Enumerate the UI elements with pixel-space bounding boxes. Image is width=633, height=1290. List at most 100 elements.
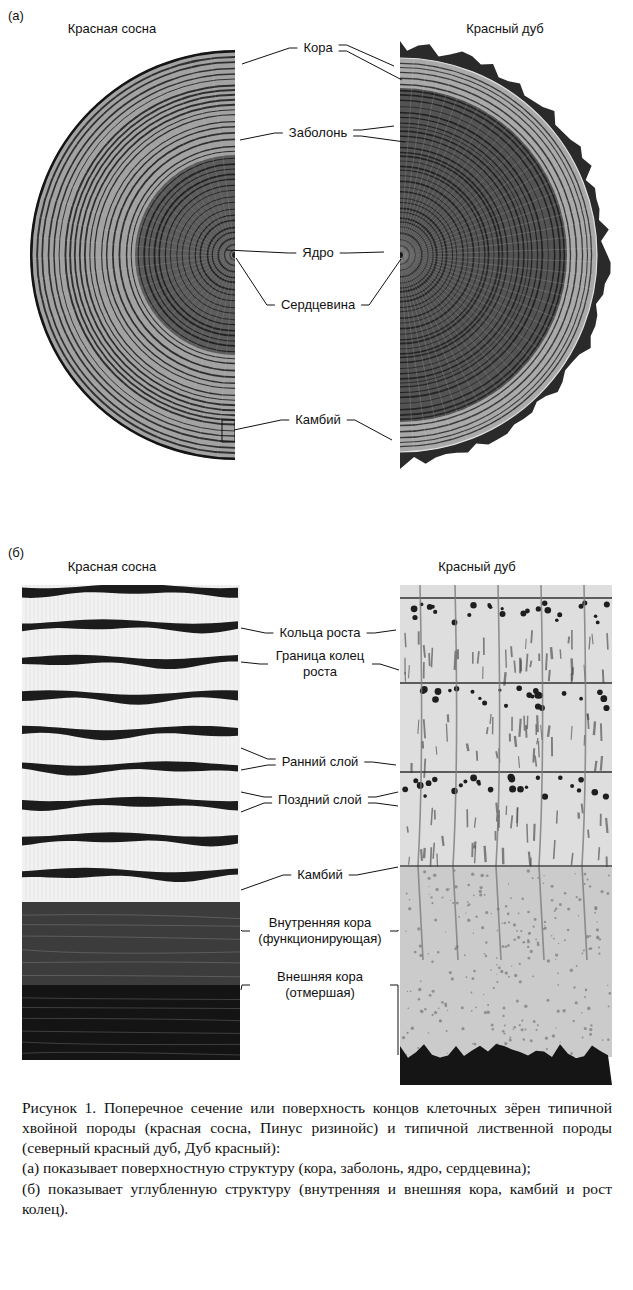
tracheid-line <box>74 585 75 900</box>
speckle <box>497 930 499 932</box>
tracheid-line <box>58 585 59 900</box>
latewood-streak <box>600 814 602 826</box>
speckle <box>446 1030 448 1032</box>
tracheid-line <box>114 585 115 900</box>
latewood-streak <box>525 725 528 738</box>
speckle <box>508 976 510 978</box>
speckle <box>503 1007 506 1010</box>
speckle <box>584 873 587 876</box>
tracheid-line <box>138 585 139 900</box>
latewood-streak <box>472 652 474 664</box>
speckle <box>486 875 489 878</box>
speckle <box>551 885 554 888</box>
speckle <box>519 1024 521 1026</box>
latewood-streak <box>434 810 436 820</box>
tracheid-line <box>62 585 63 900</box>
wood-ray <box>112 91 235 255</box>
pore <box>476 780 480 784</box>
pore <box>555 619 559 623</box>
pore <box>482 700 487 705</box>
speckle <box>431 902 433 904</box>
wood-ray <box>582 585 587 960</box>
speckle <box>466 976 468 978</box>
speckle <box>484 1011 487 1014</box>
speckle <box>434 919 437 922</box>
speckle <box>513 1029 515 1031</box>
speckle <box>513 923 516 926</box>
growth-ring <box>54 74 235 436</box>
speckle <box>600 890 603 893</box>
speckle <box>544 925 545 926</box>
speckle <box>609 992 612 995</box>
tracheid-line <box>230 585 231 900</box>
wood <box>400 585 612 867</box>
speckle <box>513 939 516 942</box>
leader-line <box>234 420 289 430</box>
tracheid-line <box>70 585 71 900</box>
speckle <box>502 1015 504 1017</box>
latewood-streak <box>594 721 595 735</box>
speckle <box>496 981 498 983</box>
tracheid-line <box>234 585 235 900</box>
speckle <box>589 1028 592 1031</box>
speckle <box>485 955 487 957</box>
speckle <box>570 1052 573 1055</box>
part-label: Камбий <box>293 412 343 428</box>
wood-ray <box>400 255 526 405</box>
speckle <box>484 953 486 955</box>
pore <box>525 609 530 614</box>
pore <box>545 607 552 614</box>
growth-ring <box>127 147 235 364</box>
growth-ring <box>119 139 235 370</box>
wood-ray <box>31 237 235 255</box>
speckle <box>527 869 530 872</box>
pore <box>592 789 599 796</box>
pore <box>412 615 417 620</box>
speckle <box>521 1020 523 1022</box>
wood-ray <box>400 169 576 255</box>
growth-ring <box>113 133 235 377</box>
part-label: Сердцевина <box>279 297 357 313</box>
wood-ray <box>400 255 454 443</box>
bark <box>400 41 611 469</box>
latewood-streak <box>420 849 423 861</box>
latewood-streak <box>598 847 601 860</box>
speckle <box>525 1029 527 1031</box>
bark-streak <box>22 1031 240 1033</box>
speckle <box>602 1039 604 1041</box>
speckle <box>583 950 585 952</box>
species-title: Красная сосна <box>68 21 156 37</box>
speckle <box>516 999 519 1002</box>
latewood-streak <box>404 633 406 647</box>
wood-ray <box>496 585 501 960</box>
latewood-streak <box>475 818 476 828</box>
part-label: Заболонь <box>287 125 349 141</box>
latewood-streak <box>600 723 602 741</box>
latewood-streak <box>526 824 528 843</box>
speckle <box>582 953 584 955</box>
latewood-streak <box>538 741 540 757</box>
latewood-streak <box>571 674 573 684</box>
pore <box>577 788 581 792</box>
speckle <box>483 994 484 995</box>
speckle <box>514 974 517 977</box>
speckle <box>467 884 470 887</box>
speckle <box>485 941 488 944</box>
speckle <box>578 898 581 901</box>
pore <box>557 612 562 617</box>
pore <box>463 780 467 784</box>
speckle <box>447 1010 448 1011</box>
speckle <box>409 899 411 901</box>
pore <box>478 697 481 700</box>
latewood-streak <box>519 660 522 674</box>
tracheid-line <box>66 585 67 900</box>
speckle <box>452 902 454 904</box>
latewood-streak <box>485 846 486 862</box>
bark-streak <box>22 936 240 939</box>
speckle <box>585 989 588 992</box>
latewood-streak <box>592 634 593 644</box>
growth-ring <box>37 57 235 453</box>
speckle <box>465 912 466 913</box>
wood-ray <box>210 52 235 256</box>
leader-line <box>390 930 398 931</box>
